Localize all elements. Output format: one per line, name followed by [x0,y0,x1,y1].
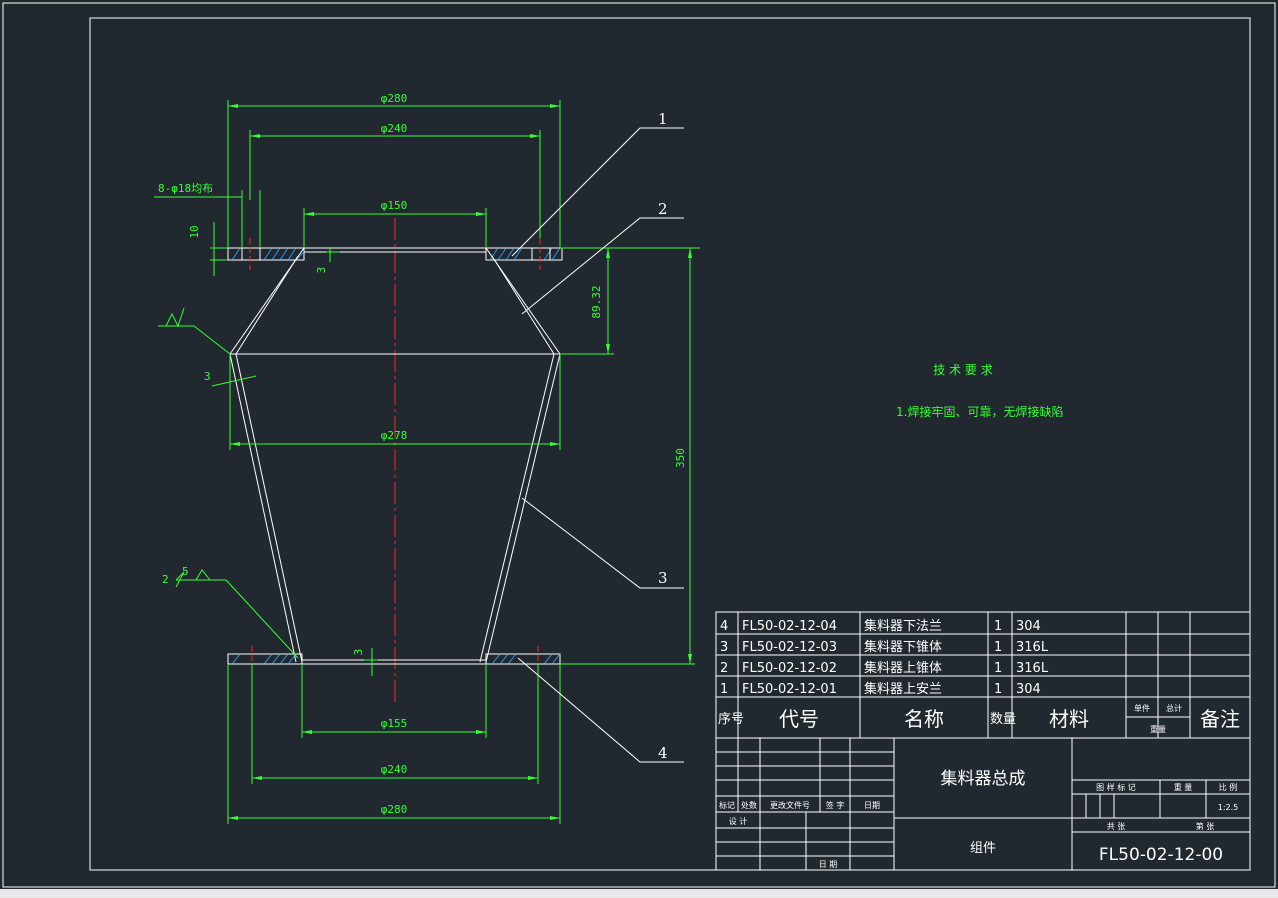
sheets-label: 共 张 [1107,822,1126,831]
stage-label: 图 样 标 记 [1096,782,1136,792]
svg-text:总计: 总计 [1166,703,1182,713]
svg-text:316L: 316L [1016,640,1049,655]
dim-upper-cone-height: 89.32 [590,285,603,318]
svg-text:数量: 数量 [990,712,1016,727]
dim-flange-thk: 10 [188,225,201,238]
svg-text:代号: 代号 [779,707,819,731]
svg-text:集料器上锥体: 集料器上锥体 [864,660,942,676]
scale-value: 1:2.5 [1218,803,1239,812]
notes-title: 技 术 要 求 [933,363,992,377]
svg-text:FL50-02-12-02: FL50-02-12-02 [742,661,837,676]
dim-mid-dia: φ278 [381,429,408,442]
svg-text:材料: 材料 [1049,707,1089,731]
title-block [715,737,1251,871]
svg-text:1: 1 [994,619,1002,634]
dim-total-height: 350 [674,448,687,468]
top-flange-left [227,247,305,261]
svg-text:重量: 重量 [1150,724,1166,734]
svg-text:集料器下法兰: 集料器下法兰 [864,618,942,634]
drawing-number: FL50-02-12-00 [1099,845,1223,865]
svg-text:备注: 备注 [1200,707,1240,731]
dim-bottom-outer: φ280 [381,803,408,816]
balloon-1: 1 [658,110,668,128]
top-flange-right [485,247,563,261]
weight-label: 重 量 [1174,782,1193,792]
dim-holes: 8-φ18均布 [158,182,213,195]
bom-header: 序号 代号 名称 数量 材料 单件 总计 重量 备注 [718,703,1240,734]
svg-text:1: 1 [720,682,728,697]
dim-weld-size: 5 [182,565,189,578]
part-leaders [511,127,684,763]
svg-text:1: 1 [994,661,1002,676]
part-drawing [227,218,695,705]
notes-item-1: 1.焊接牢固、可靠，无焊接缺陷 [896,404,1063,419]
scale-label: 比 例 [1219,782,1238,792]
svg-text:1: 1 [994,640,1002,655]
design-label: 设 计 [729,816,748,826]
svg-text:1: 1 [994,682,1002,697]
dim-bottom-inner: φ155 [381,717,408,730]
svg-text:FL50-02-12-03: FL50-02-12-03 [742,640,837,655]
sheet-label: 第 张 [1196,821,1215,831]
inner-frame [89,17,1251,871]
date-label: 日 期 [819,860,838,869]
dim-top-bolt: φ240 [381,122,408,135]
bottom-strip [0,889,1278,898]
rev-mark: 标记 [719,800,735,810]
svg-text:4: 4 [720,619,728,634]
svg-text:FL50-02-12-04: FL50-02-12-04 [742,619,837,634]
balloon-2: 2 [658,200,668,218]
dim-bottom-bolt: φ240 [381,763,408,776]
svg-text:名称: 名称 [904,707,944,731]
svg-text:304: 304 [1016,619,1041,634]
dimension-lines [154,100,700,824]
svg-text:FL50-02-12-01: FL50-02-12-01 [742,682,837,697]
rev-sign: 签 字 [826,800,845,810]
dim-gap-top: 3 [315,267,328,274]
svg-text:316L: 316L [1016,661,1049,676]
drawing-type: 组件 [970,841,996,856]
balloon-3: 3 [658,569,668,587]
drawing-name: 集料器总成 [941,769,1026,789]
rev-count: 处数 [741,800,757,810]
bom-row: 1 FL50-02-12-01 集料器上安兰 1 304 [720,681,1041,697]
bom-row: 4 FL50-02-12-04 集料器下法兰 1 304 [720,618,1041,634]
dim-top-inner: φ150 [381,199,408,212]
svg-text:单件: 单件 [1134,703,1150,713]
balloon-4: 4 [658,744,668,762]
rev-date: 日期 [864,801,880,810]
svg-text:304: 304 [1016,682,1041,697]
bom-row: 3 FL50-02-12-03 集料器下锥体 1 316L [720,639,1049,655]
rev-doc: 更改文件号 [770,800,810,810]
svg-text:集料器下锥体: 集料器下锥体 [864,639,942,655]
svg-text:序号: 序号 [718,712,744,727]
dimension-arrows [228,104,692,820]
dim-top-outer: φ280 [381,92,408,105]
dim-gap-bottom: 3 [352,649,365,656]
svg-text:3: 3 [720,640,728,655]
dim-side-thk: 3 [204,370,211,383]
bom-row: 2 FL50-02-12-02 集料器上锥体 1 316L [720,660,1049,676]
svg-text:2: 2 [720,661,728,676]
svg-text:集料器上安兰: 集料器上安兰 [864,681,942,697]
weld-left-label: 2 [162,573,169,586]
